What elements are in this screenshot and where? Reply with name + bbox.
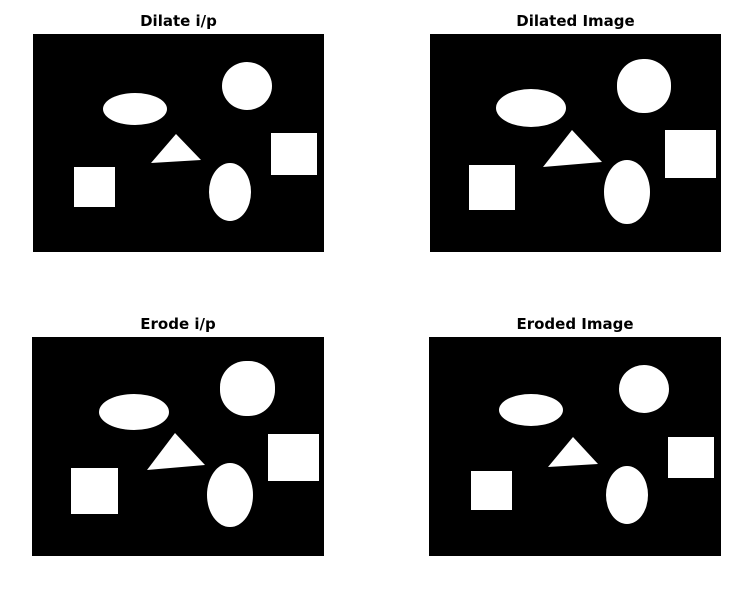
shape-ellipse-vertical [604,160,650,224]
shape-ellipse-vertical [606,466,648,524]
shape-square-right [665,130,716,178]
shape-triangle [543,130,602,167]
shape-triangle [548,437,598,467]
shape-circle [220,361,275,416]
shape-square-right [668,437,714,478]
shape-ellipse-horizontal [99,394,169,430]
panel-image-dilated [430,34,721,252]
shape-square-left [74,167,115,207]
shape-ellipse-vertical [209,163,251,221]
shape-ellipse-horizontal [496,89,566,127]
shape-circle [617,59,671,113]
shape-square-right [268,434,319,481]
panel-image-dilate-input [33,34,324,252]
shape-circle [222,62,272,110]
shape-triangle [147,433,205,470]
panel-title-dilated-image: Dilated Image [516,12,635,30]
shape-square-right [271,133,317,175]
shape-ellipse-vertical [207,463,253,527]
shape-ellipse-horizontal [103,93,167,125]
panel-image-erode-input [32,337,324,556]
panel-image-eroded [429,337,721,556]
shape-square-left [469,165,515,210]
panel-title-erode-input: Erode i/p [140,315,216,333]
shape-triangle [151,134,201,163]
shape-ellipse-horizontal [499,394,563,426]
shape-square-left [471,471,512,510]
panel-title-eroded-image: Eroded Image [516,315,634,333]
panel-title-dilate-input: Dilate i/p [140,12,217,30]
shape-circle [619,365,669,413]
shape-square-left [71,468,118,514]
